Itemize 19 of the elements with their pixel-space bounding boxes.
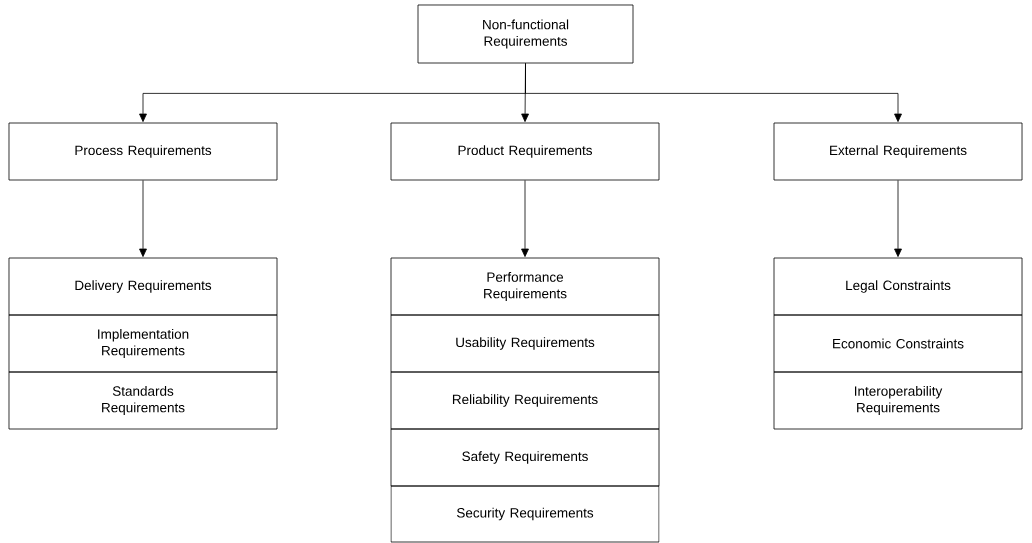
requirement-cell: Legal Constraints [773, 257, 1023, 316]
requirement-cell: Economic Constraints [773, 314, 1023, 373]
requirement-cell: Usability Requirements [390, 314, 660, 373]
requirement-cell: Standards Requirements [8, 371, 278, 430]
requirement-cell: Reliability Requirements [390, 371, 660, 430]
arrow [139, 180, 147, 257]
requirement-box: Product Requirements [390, 122, 660, 181]
requirement-cell: Delivery Requirements [8, 257, 278, 316]
requirement-cell: Interoperability Requirements [773, 371, 1023, 430]
requirement-box: Non-functional Requirements [417, 4, 634, 64]
arrow [525, 63, 902, 122]
arrow [521, 180, 529, 257]
requirement-cell: Performance Requirements [390, 257, 660, 316]
arrow [894, 180, 902, 257]
requirement-box: External Requirements [773, 122, 1023, 181]
requirement-cell: Implementation Requirements [8, 314, 278, 373]
requirement-cell: Security Requirements [390, 485, 660, 543]
requirement-box: Process Requirements [8, 122, 278, 181]
requirement-cell: Safety Requirements [390, 428, 660, 487]
